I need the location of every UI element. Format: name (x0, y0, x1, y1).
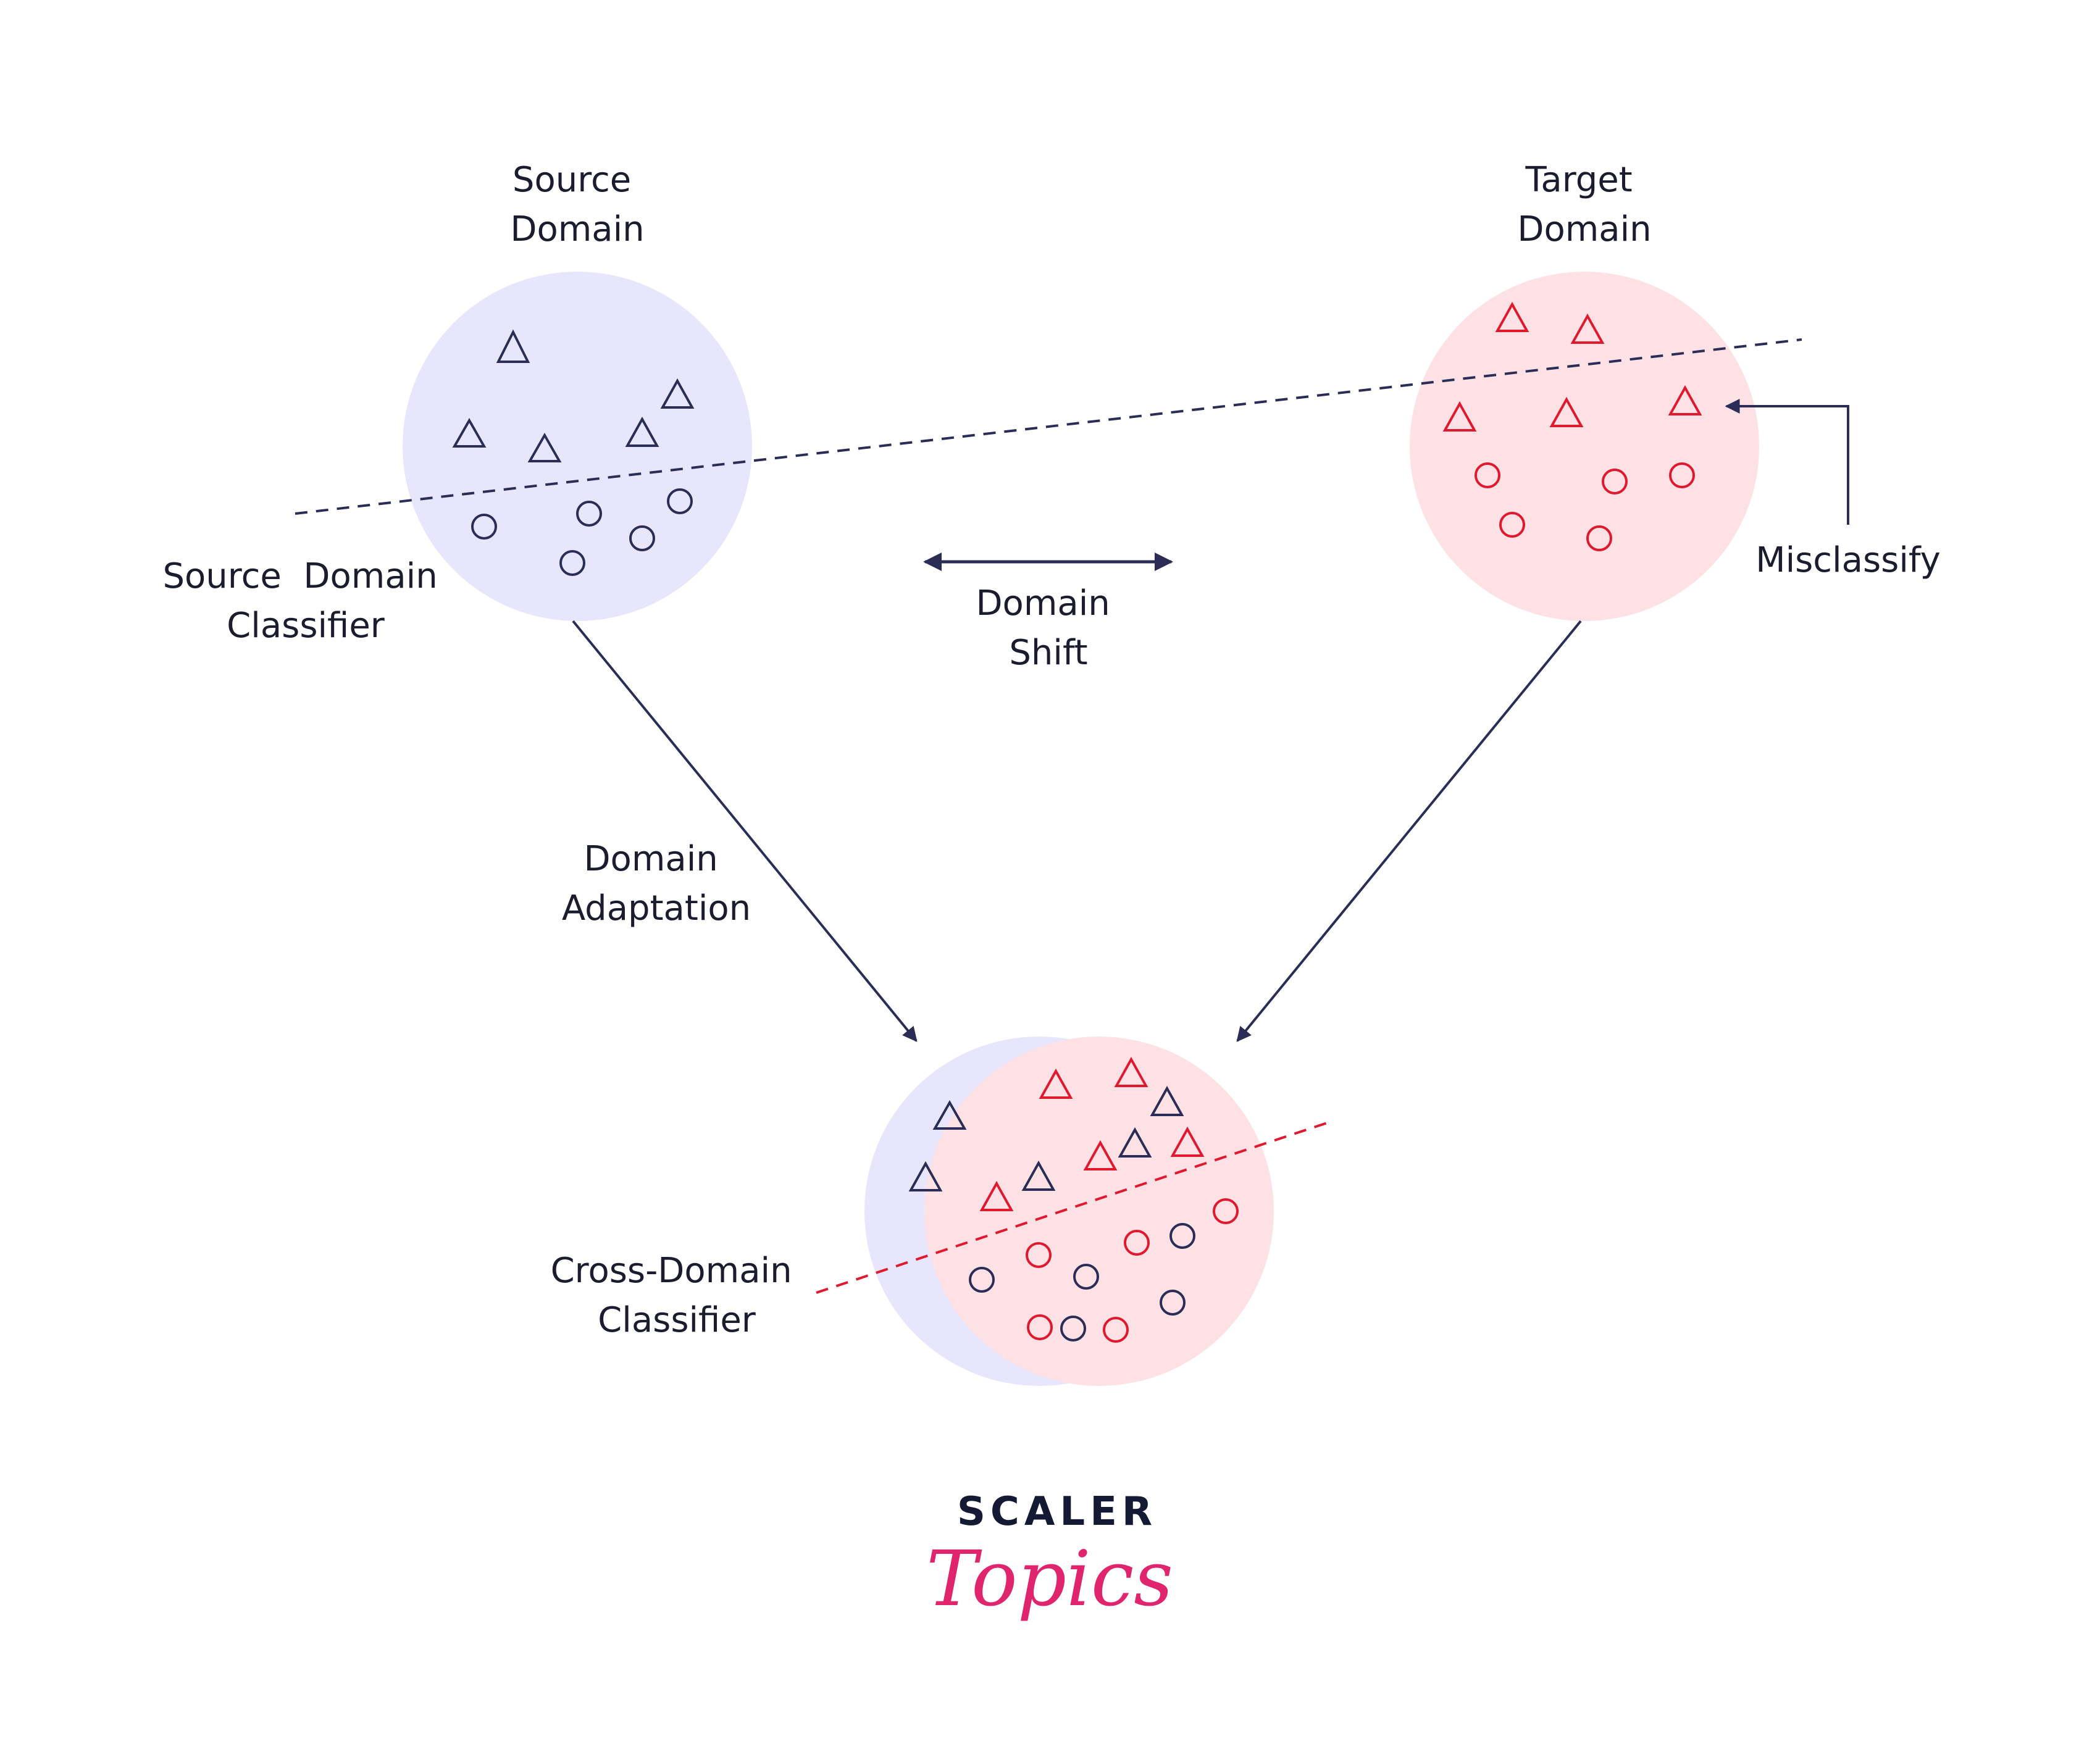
misclassify-label: Misclassify (1755, 540, 1941, 580)
target-circle-sample (1499, 512, 1525, 538)
scaler-topics-logo: SCALER Topics (926, 1489, 1173, 1624)
source-triangle (625, 416, 659, 447)
combined-source-triangle (1021, 1160, 1056, 1191)
combined-target-circle-sample (1124, 1230, 1150, 1256)
source-circle-sample (667, 488, 693, 514)
source-triangle (496, 329, 530, 363)
source-domain-circle (403, 272, 752, 621)
domain-shift-label: Domain Shift (976, 583, 1121, 673)
combined-source-triangle (908, 1161, 943, 1191)
combined-source-triangle (1118, 1127, 1152, 1158)
cross-domain-classifier-label: Cross-Domain Classifier (551, 1251, 803, 1340)
source-classifier-line (295, 338, 1802, 515)
source-domain-classifier-label: Source Domain Classifier (162, 556, 448, 646)
target-circle-sample (1669, 462, 1695, 488)
target-domain-circle (1410, 272, 1759, 621)
target-triangle (1442, 401, 1477, 432)
combined-target-triangle (1114, 1056, 1148, 1087)
target-triangle (1549, 396, 1584, 427)
logo-topics-text: Topics (926, 1535, 1173, 1624)
domain-adaptation-arrow (572, 620, 918, 1042)
source-circle-sample (471, 514, 497, 540)
combined-source-circle-sample (1060, 1316, 1086, 1341)
target-triangle (1570, 313, 1605, 344)
combined-target-triangle (1083, 1140, 1118, 1170)
combined-target-circle (924, 1037, 1274, 1386)
domain-adaptation-label: Domain Adaptation (562, 839, 751, 928)
combined-target-circle-sample (1027, 1314, 1053, 1340)
target-circle-sample (1602, 469, 1628, 494)
target-to-combined-arrow (1236, 620, 1582, 1042)
combined-source-circle-sample (969, 1267, 995, 1293)
combined-target-triangle (1039, 1068, 1073, 1099)
target-domain-label: Target Domain (1517, 160, 1651, 249)
target-triangle (1668, 385, 1702, 415)
source-triangle (527, 432, 562, 462)
misclassify-arrow (1725, 399, 1849, 525)
combined-target-triangle (979, 1180, 1014, 1211)
combined-source-circle-sample (1160, 1290, 1186, 1316)
combined-target-triangle (1170, 1126, 1205, 1157)
source-circle-sample (629, 525, 655, 551)
source-samples (452, 329, 695, 576)
combined-target-circle-sample (1026, 1242, 1052, 1268)
combined-target-samples (979, 1056, 1239, 1343)
target-samples (1442, 301, 1702, 551)
combined-source-samples (908, 1085, 1195, 1341)
source-domain-label: Source Domain (510, 160, 644, 249)
target-circle-sample (1475, 462, 1500, 488)
combined-target-circle-sample (1213, 1198, 1239, 1224)
combined-source-triangle (1150, 1085, 1184, 1116)
source-triangle (660, 378, 695, 409)
source-triangle (452, 417, 487, 448)
combined-source-circle-sample (1169, 1223, 1195, 1249)
combined-source-triangle (932, 1099, 967, 1130)
source-circle-sample (559, 550, 585, 576)
target-circle-sample (1586, 525, 1612, 551)
logo-scaler-text: SCALER (957, 1489, 1157, 1535)
combined-target-circle-sample (1103, 1317, 1129, 1343)
combined-source-circle-sample (1073, 1264, 1099, 1290)
target-triangle (1495, 301, 1529, 332)
source-circle-sample (576, 501, 602, 527)
cross-domain-classifier-line (816, 1120, 1333, 1294)
